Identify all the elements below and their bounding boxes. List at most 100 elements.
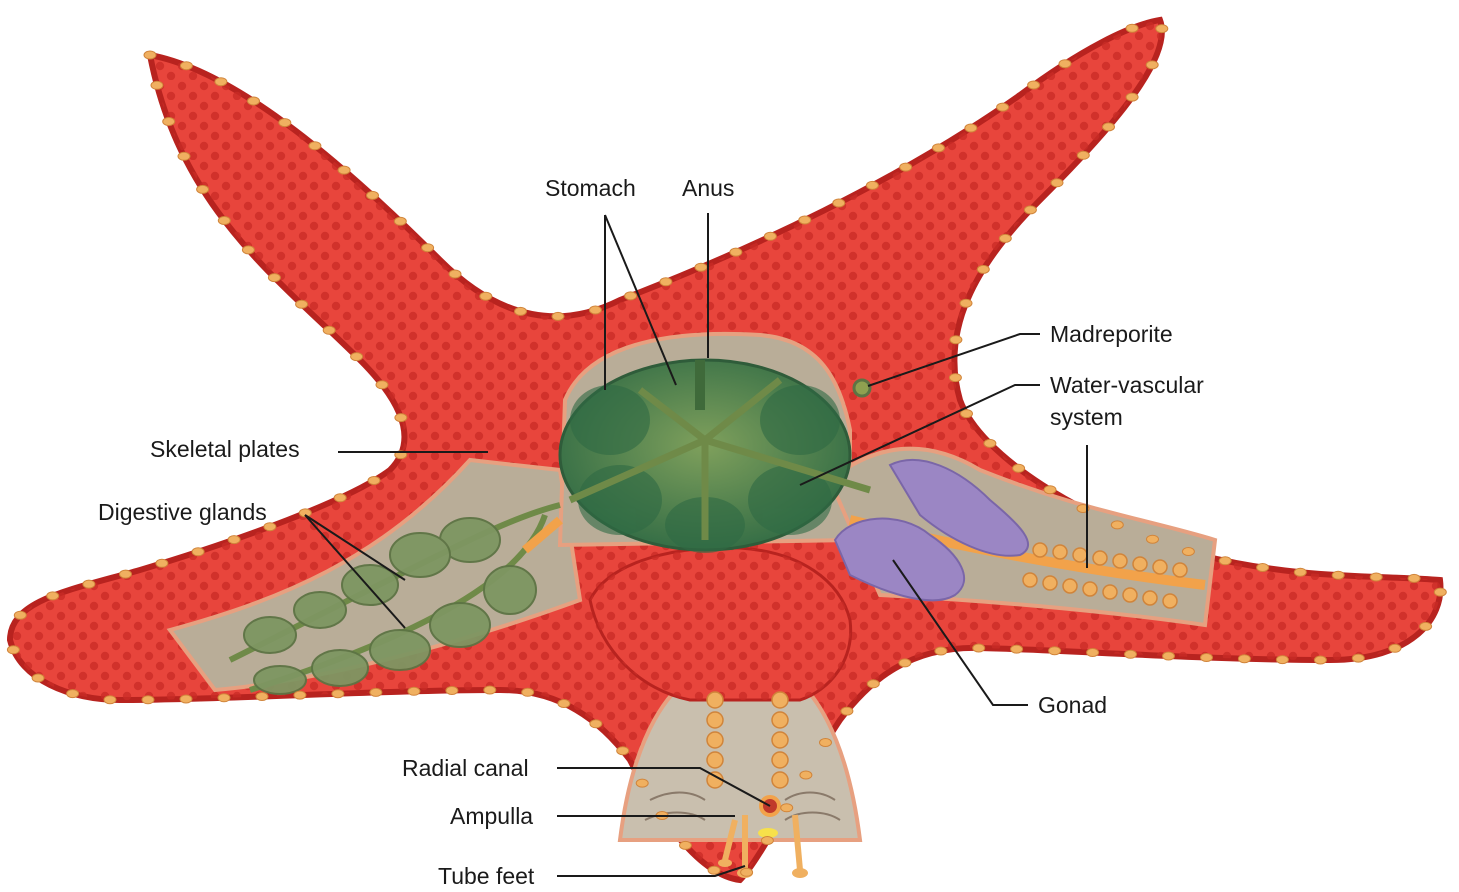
edge-tube-foot (589, 306, 601, 314)
edge-tube-foot (1024, 206, 1036, 214)
edge-tube-foot (351, 353, 363, 361)
edge-tube-foot (1238, 655, 1250, 663)
edge-tube-foot (933, 144, 945, 152)
edge-tube-foot (1201, 654, 1213, 662)
edge-tube-foot (163, 118, 175, 126)
edge-tube-foot (935, 647, 947, 655)
edge-tube-foot (242, 246, 254, 254)
edge-tube-foot (1163, 652, 1175, 660)
edge-tube-foot (1049, 647, 1061, 655)
edge-tube-foot (841, 707, 853, 715)
edge-tube-foot (1013, 464, 1025, 472)
edge-tube-foot (484, 686, 496, 694)
edge-tube-foot (708, 866, 720, 874)
edge-tube-foot (1011, 645, 1023, 653)
edge-tube-foot (480, 292, 492, 300)
edge-tube-foot (1434, 588, 1446, 596)
edge-tube-foot (900, 163, 912, 171)
edge-tube-foot (248, 97, 260, 105)
edge-tube-foot (730, 248, 742, 256)
edge-tube-foot (323, 326, 335, 334)
edge-tube-foot (192, 548, 204, 556)
edge-tube-foot (1146, 61, 1158, 69)
edge-tube-foot (1182, 548, 1194, 556)
edge-tube-foot (833, 199, 845, 207)
edge-tube-foot (522, 688, 534, 696)
label-water-vascular-line2: system (1050, 404, 1123, 430)
edge-tube-foot (965, 124, 977, 132)
edge-tube-foot (215, 78, 227, 86)
edge-tube-foot (178, 152, 190, 160)
edge-tube-foot (680, 841, 692, 849)
edge-tube-foot (156, 559, 168, 567)
edge-tube-foot (866, 181, 878, 189)
edge-tube-foot (590, 720, 602, 728)
edge-tube-foot (1352, 654, 1364, 662)
edge-tube-foot (1125, 650, 1137, 658)
edge-tube-foot (218, 694, 230, 702)
edge-tube-foot (515, 307, 527, 315)
edge-tube-foot (977, 265, 989, 273)
edge-tube-foot (1314, 656, 1326, 664)
edge-tube-foot (1257, 564, 1269, 572)
edge-tube-foot (180, 62, 192, 70)
edge-tube-foot (1051, 179, 1063, 187)
edge-tube-foot (1370, 573, 1382, 581)
madreporite-plate (854, 380, 870, 396)
edge-tube-foot (949, 374, 961, 382)
edge-tube-foot (960, 299, 972, 307)
edge-tube-foot (395, 414, 407, 422)
edge-tube-foot (973, 644, 985, 652)
edge-tube-foot (800, 771, 812, 779)
edge-tube-foot (799, 216, 811, 224)
edge-tube-foot (309, 142, 321, 150)
edge-tube-foot (984, 439, 996, 447)
edge-tube-foot (867, 680, 879, 688)
edge-tube-foot (47, 592, 59, 600)
edge-tube-foot (218, 217, 230, 225)
edge-tube-foot (761, 837, 773, 845)
edge-tube-foot (256, 693, 268, 701)
edge-tube-foot (279, 119, 291, 127)
edge-tube-foot (32, 674, 44, 682)
edge-tube-foot (14, 611, 26, 619)
edge-tube-foot (625, 292, 637, 300)
edge-tube-foot (950, 336, 962, 344)
label-radial-canal: Radial canal (402, 755, 529, 781)
edge-tube-foot (151, 81, 163, 89)
edge-tube-foot (1028, 81, 1040, 89)
edge-tube-foot (332, 690, 344, 698)
edge-tube-foot (1059, 60, 1071, 68)
edge-tube-foot (228, 536, 240, 544)
edge-tube-foot (781, 804, 793, 812)
edge-tube-foot (636, 779, 648, 787)
edge-tube-foot (552, 312, 564, 320)
label-skeletal-plates: Skeletal plates (150, 436, 300, 462)
edge-tube-foot (394, 217, 406, 225)
label-digestive-glands: Digestive glands (98, 499, 267, 525)
edge-tube-foot (1077, 151, 1089, 159)
edge-tube-foot (197, 185, 209, 193)
label-tube-feet: Tube feet (438, 863, 535, 887)
edge-tube-foot (1156, 25, 1168, 33)
edge-tube-foot (1389, 644, 1401, 652)
edge-tube-foot (368, 477, 380, 485)
edge-tube-foot (408, 687, 420, 695)
edge-tube-foot (104, 696, 116, 704)
label-ampulla: Ampulla (450, 803, 533, 829)
edge-tube-foot (338, 166, 350, 174)
edge-tube-foot (1219, 557, 1231, 565)
edge-tube-foot (1126, 93, 1138, 101)
label-gonad: Gonad (1038, 692, 1107, 718)
edge-tube-foot (1044, 486, 1056, 494)
edge-tube-foot (999, 234, 1011, 242)
edge-tube-foot (820, 739, 832, 747)
label-anus: Anus (682, 175, 734, 201)
edge-tube-foot (1087, 649, 1099, 657)
edge-tube-foot (1332, 571, 1344, 579)
edge-tube-foot (422, 244, 434, 252)
label-water-vascular-line1: Water-vascular (1050, 372, 1204, 398)
edge-tube-foot (142, 696, 154, 704)
